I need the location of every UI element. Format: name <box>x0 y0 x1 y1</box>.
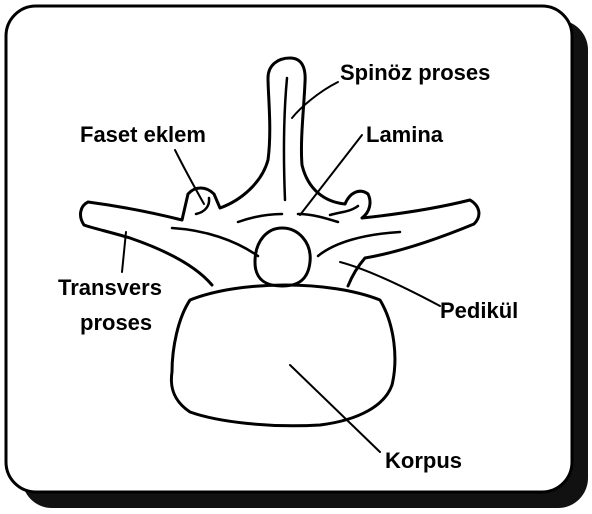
label-transvers-line2: proses <box>80 310 152 335</box>
label-korpus: Korpus <box>385 448 462 473</box>
frame <box>6 6 588 508</box>
label-pedikul: Pedikül <box>440 298 518 323</box>
label-lamina: Lamina <box>366 122 444 147</box>
label-transvers-line1: Transvers <box>58 275 162 300</box>
label-faset-eklem: Faset eklem <box>80 122 206 147</box>
label-spinoz-proses: Spinöz proses <box>340 60 490 85</box>
